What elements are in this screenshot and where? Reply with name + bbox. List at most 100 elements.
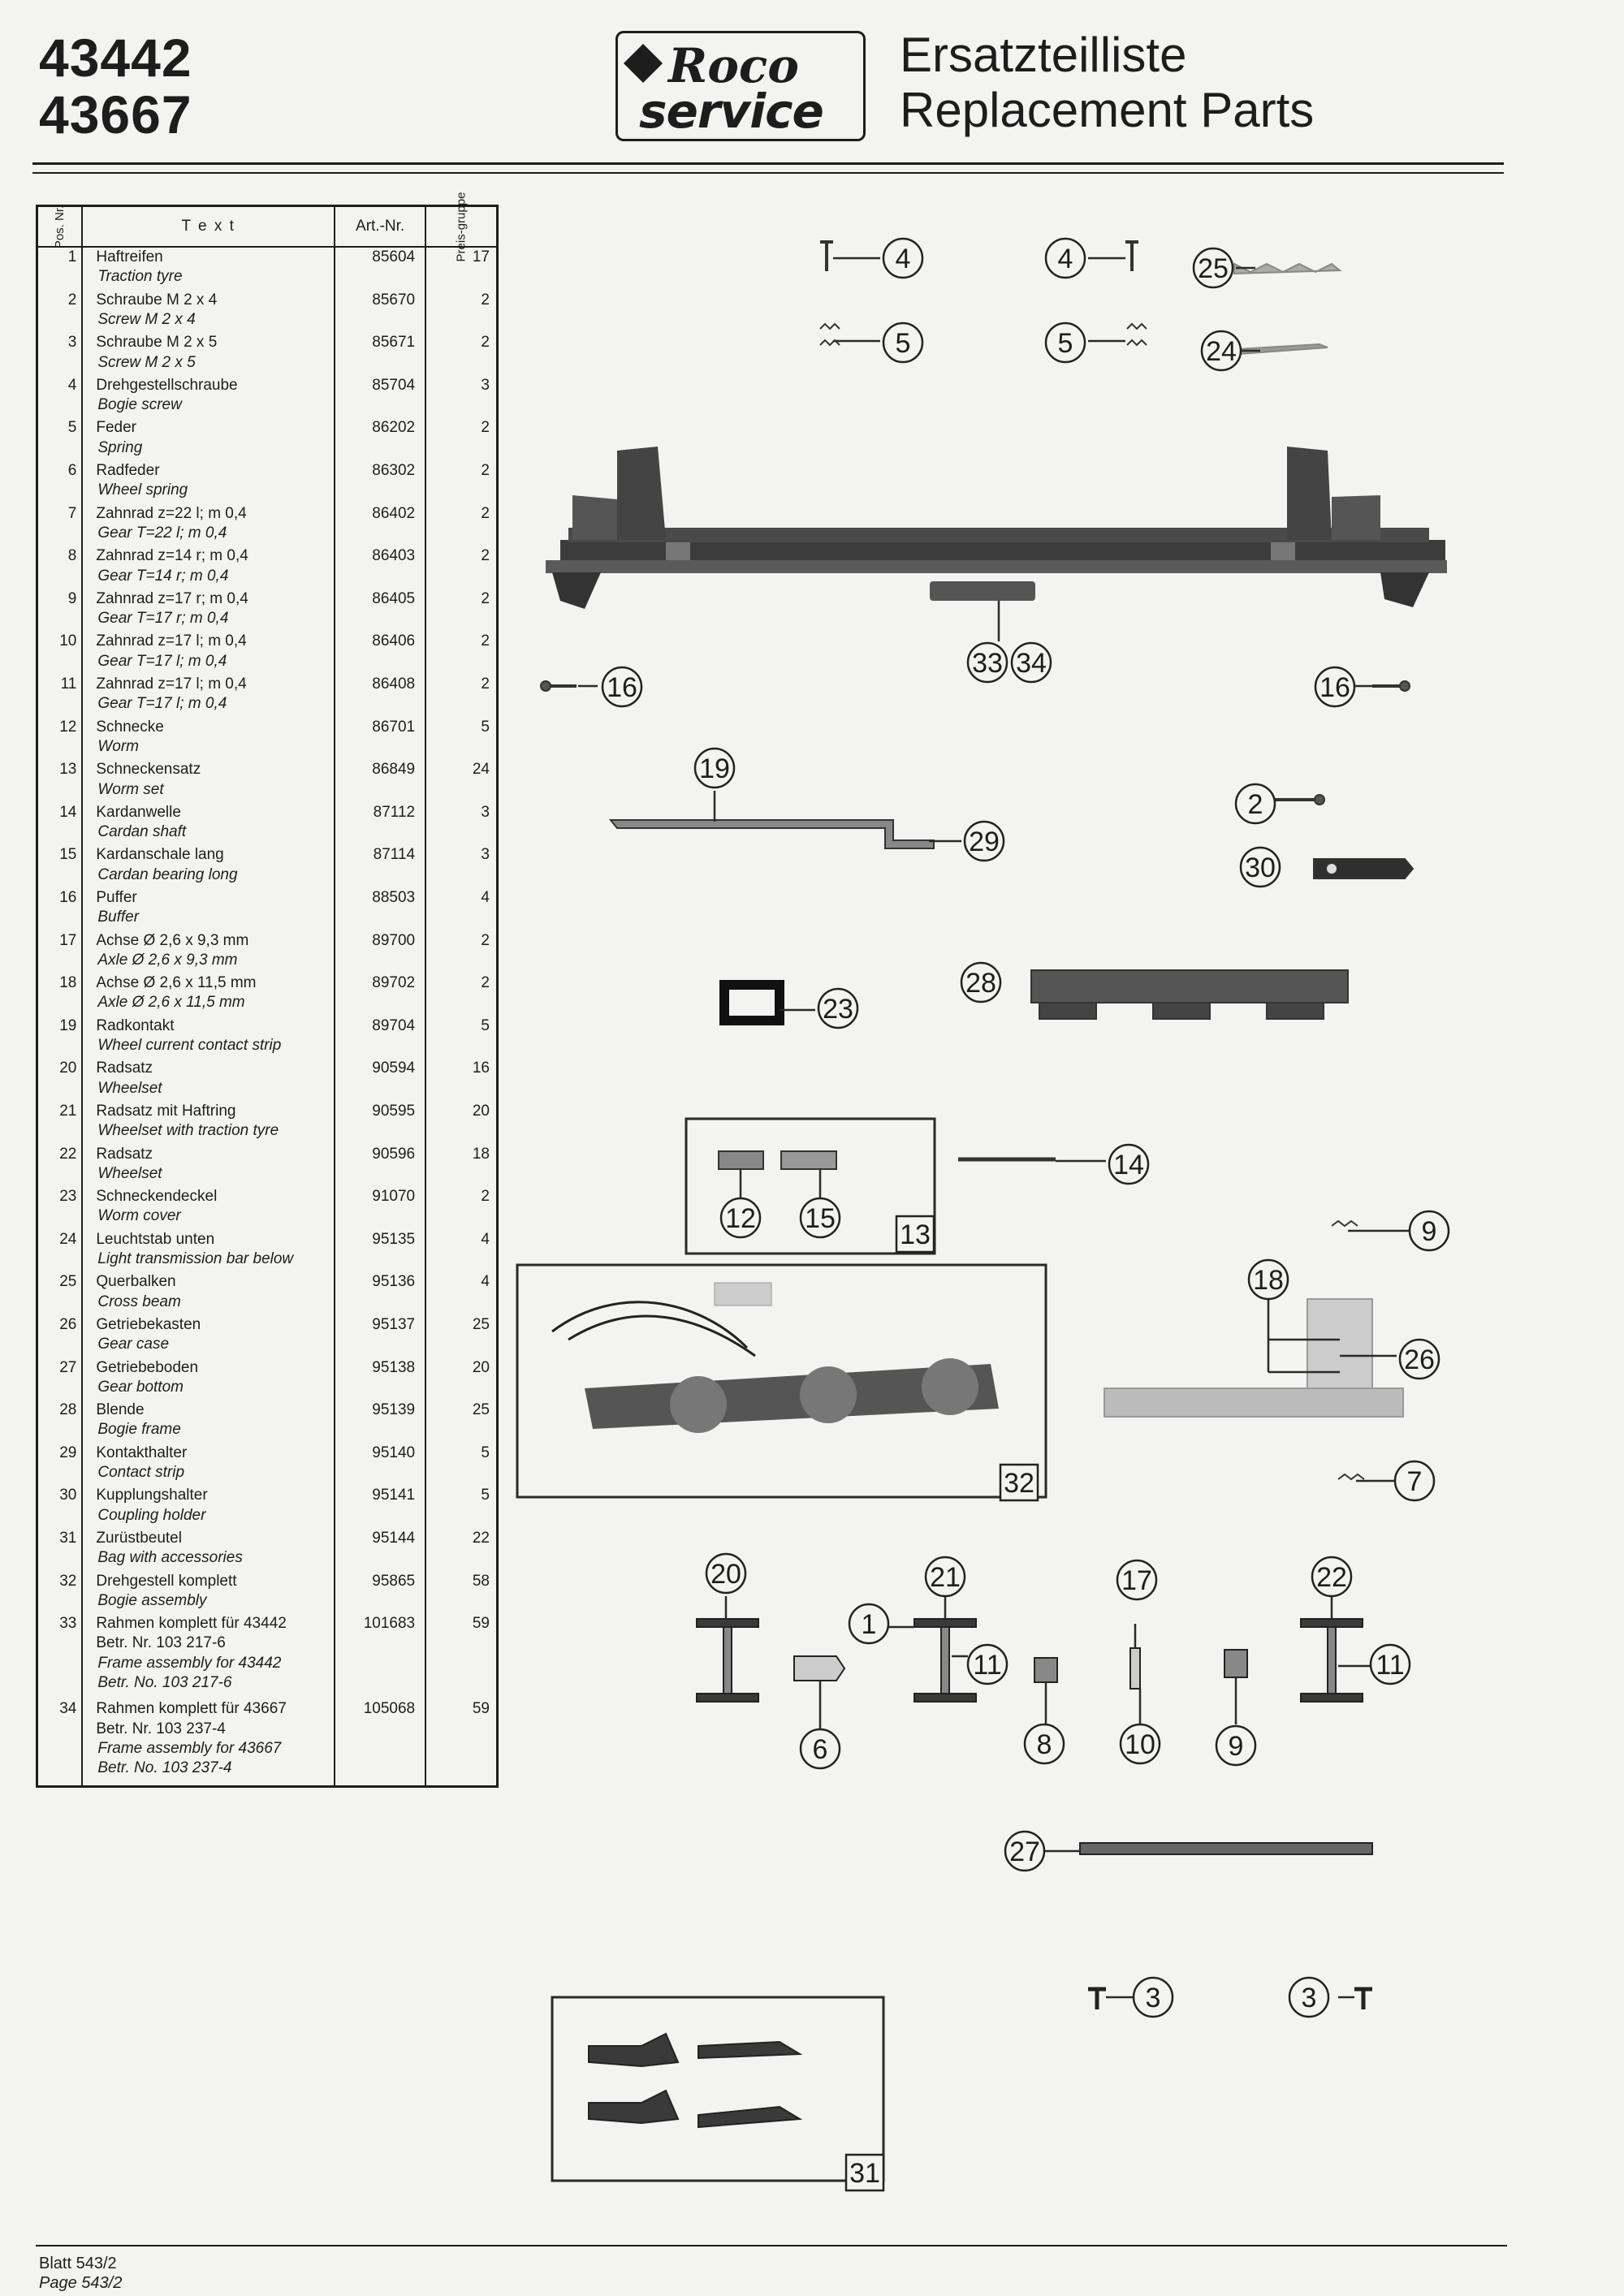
pos-number: 22: [59, 1145, 77, 1163]
art-number: 89702: [372, 974, 416, 992]
price-group: 58: [472, 1572, 490, 1590]
row-art-nr: 89704: [334, 1016, 427, 1060]
english-name: Coupling holder: [97, 1506, 206, 1524]
gear-7: [1337, 1473, 1365, 1481]
title-english: Replacement Parts: [900, 83, 1315, 137]
german-detail: Betr. Nr. 103 237-4: [96, 1720, 226, 1737]
row-pos: 21: [36, 1101, 84, 1145]
callout-label: 3: [1146, 1983, 1161, 2013]
price-group: 24: [472, 761, 490, 779]
row-pos: 14: [36, 802, 84, 846]
worm-drawing: [718, 1150, 764, 1170]
row-price-group: 20: [425, 1101, 499, 1145]
callout-9: 9: [1408, 1210, 1450, 1252]
row-price-group: 22: [425, 1528, 499, 1572]
group-label-text: 13: [900, 1219, 931, 1250]
callout-label: 18: [1253, 1265, 1284, 1296]
frame-assembly-drawing: [546, 447, 1447, 609]
callout-label: 33: [972, 648, 1003, 679]
header-group: Preis-gruppe: [425, 192, 499, 261]
german-name: Leuchtstab unten: [96, 1230, 215, 1248]
row-price-group: 2: [425, 333, 499, 376]
english-name: Buffer: [97, 908, 140, 926]
callout-label: 29: [969, 826, 1000, 857]
pos-number: 3: [67, 334, 77, 352]
english-name: Traction tyre: [97, 268, 183, 286]
german-name: Kardanschale lang: [96, 846, 224, 864]
callout-label: 19: [699, 753, 730, 784]
row-pos: 1: [36, 247, 84, 291]
row-pos: 8: [36, 546, 84, 589]
row-price-group: 25: [425, 1400, 499, 1444]
callout-3: 3: [1288, 1976, 1330, 2018]
logo-service: service: [639, 84, 824, 139]
callout-label: 25: [1198, 253, 1229, 284]
row-price-group: 18: [425, 1144, 499, 1188]
table-filler-row: [36, 1785, 499, 1787]
callout-label: 6: [813, 1734, 828, 1765]
pos-number: 27: [59, 1358, 77, 1376]
callout-7: 7: [1393, 1460, 1436, 1502]
callout-6: 6: [799, 1728, 841, 1770]
row-price-group: 2: [425, 973, 499, 1016]
german-name: Radfeder: [96, 462, 160, 480]
row-price-group: 2: [425, 290, 499, 334]
pos-number: 21: [59, 1102, 77, 1120]
art-number: 95136: [372, 1273, 416, 1291]
spring-right: [1126, 322, 1147, 347]
row-price-group: 5: [425, 1486, 499, 1529]
callout-label: 14: [1113, 1150, 1144, 1180]
row-art-nr: 95140: [334, 1443, 427, 1487]
row-art-nr: 90594: [334, 1059, 427, 1102]
price-group: 22: [472, 1529, 490, 1547]
row-art-nr: 85671: [334, 333, 427, 376]
german-name: Schneckendeckel: [96, 1188, 218, 1206]
row-art-nr: 95138: [334, 1357, 427, 1401]
row-art-nr: 89702: [334, 973, 427, 1016]
row-price-group: 2: [425, 632, 499, 675]
row-price-group: 3: [425, 375, 499, 419]
callout-4: 4: [882, 237, 924, 279]
callout-label: 11: [973, 1650, 1001, 1681]
pos-number: 28: [59, 1401, 77, 1419]
callout-34: 34: [1010, 641, 1052, 684]
callout-label: 4: [1058, 244, 1073, 274]
callout-label: 5: [896, 328, 911, 359]
callout-2: 2: [1234, 783, 1276, 825]
row-art-nr: 90596: [334, 1144, 427, 1188]
callout-label: 4: [896, 244, 911, 274]
price-group: 2: [481, 419, 490, 437]
price-group: 2: [481, 589, 490, 607]
price-group: 2: [481, 632, 490, 650]
model-number-2: 43667: [39, 84, 192, 145]
art-number: 95137: [372, 1315, 416, 1333]
row-art-nr: 86405: [334, 589, 427, 632]
row-pos: 11: [36, 675, 84, 718]
row-pos: 18: [36, 973, 84, 1016]
german-name: Schraube M 2 x 4: [96, 291, 218, 309]
row-pos: 23: [36, 1187, 84, 1230]
row-pos: 10: [36, 632, 84, 675]
row-price-group: 59: [425, 1614, 499, 1700]
row-pos: 25: [36, 1272, 84, 1315]
german-name: Rahmen komplett für 43667: [96, 1700, 287, 1718]
row-price-group: 5: [425, 1016, 499, 1060]
sheet-number-en: Page 543/2: [39, 2274, 123, 2292]
row-art-nr: 85704: [334, 375, 427, 419]
callout-label: 2: [1248, 789, 1263, 820]
